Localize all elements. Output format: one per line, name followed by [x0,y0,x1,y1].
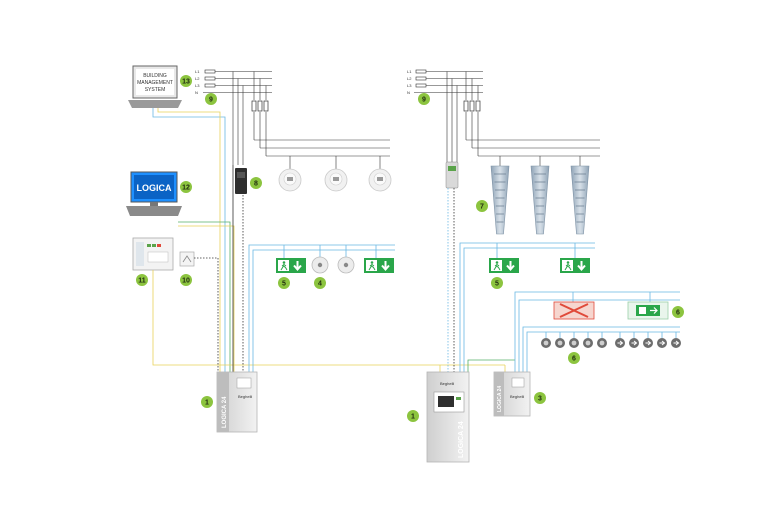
spot-lamp-icon [569,338,579,348]
arrow-spot-icon [670,337,682,349]
sensor-10 [179,251,218,267]
prohibited-exit-sign [553,301,595,320]
keyboard-icon [128,100,182,108]
badge-label: 5 [282,281,286,288]
badge-4: 4 [314,277,326,289]
arrow-spot-icon [656,337,668,349]
ceiling-lamp-icon [324,168,348,192]
left-power-feed: L1 L2 L3 N 9 [195,69,390,170]
badge-label: 1 [205,400,209,407]
badge-10: 10 [180,274,192,286]
badge-label: 9 [209,97,213,104]
ceiling-lamp-icon [368,168,392,192]
badge-label: 9 [422,97,426,104]
spot-lamp-icon [597,338,607,348]
badge-1-left: 1 [201,396,213,408]
spot-lamp-icon [541,338,551,348]
badge-9-right: 9 [418,93,430,105]
badge-12: 12 [180,181,192,193]
fuse-icon [469,100,475,112]
label-l3: L3 [407,83,412,88]
badge-label: 6 [676,310,680,317]
badge-1-center: 1 [407,410,419,422]
badge-13: 13 [180,75,192,87]
cabinet-maker: Beghelli [510,394,524,399]
badge-label: 1 [411,414,415,421]
label-l2: L2 [407,76,412,81]
badge-label: 5 [495,281,499,288]
badge-6-top: 6 [672,306,684,318]
badge-label: 11 [138,278,146,285]
badge-label: 7 [480,204,484,211]
label-n: N [195,90,198,95]
badge-7: 7 [476,200,488,212]
arrow-spot-icon [642,337,654,349]
badge-label: 12 [182,185,190,192]
badge-label: 13 [182,79,190,86]
badge-label: 3 [538,396,542,403]
cabinet-maker: Beghelli [238,394,252,399]
fuse-icon [251,100,257,112]
label-l1: L1 [195,69,200,74]
label-l1: L1 [407,69,412,74]
arrow-spot-icon [628,337,640,349]
badge-5-right: 5 [491,277,503,289]
cabinet-brand: LOGICA 24 [497,386,503,412]
din-module-8-right [445,161,459,189]
badge-8: 8 [250,177,262,189]
pc-logo: LOGICA [137,183,172,193]
left-wiring [152,108,505,372]
spot-lamp-icon [555,338,565,348]
spot-lamp-icon [311,256,329,274]
right-wiring [439,188,680,372]
industrial-lamp-icon [570,165,590,235]
spot-lamp-icon [583,338,593,348]
exit-sign-6 [627,301,669,320]
control-panel-11 [132,237,174,271]
label-n: N [407,90,410,95]
logica-cabinet-left: LOGICA 24 Beghelli [216,371,258,433]
bms-line-2: MANAGEMENT [137,80,173,86]
badge-11: 11 [136,274,148,286]
exit-running-man-icon [363,257,395,274]
exit-running-man-icon [275,257,307,274]
label-l3: L3 [195,83,200,88]
din-module-8 [235,168,247,194]
cabinet-maker: Beghelli [440,381,454,386]
badge-3: 3 [534,392,546,404]
logica-cabinet-center: LOGICA 24 Beghelli [426,371,470,463]
label-l2: L2 [195,76,200,81]
fuse-icon [263,100,269,112]
pc-supervisor: LOGICA [126,171,182,216]
fuse-icon [257,100,263,112]
cabinet-brand: LOGICA 24 [458,421,465,458]
right-power-feed: L1 L2 L3 N 9 [407,69,600,166]
bms-line-1: BUILDING [143,73,167,79]
badge-5-left: 5 [278,277,290,289]
cabinet-brand: LOGICA 24 [222,396,228,428]
ceiling-lamp-icon [278,168,302,192]
spot-lamp-icon [337,256,355,274]
exit-running-man-icon [488,257,520,274]
fuse-icon [475,100,481,112]
bms-line-3: SYSTEM [145,87,166,93]
badge-label: 10 [182,278,190,285]
badge-6-bottom: 6 [568,352,580,364]
logica-cabinet-right: LOGICA 24 Beghelli [493,371,531,417]
badge-label: 6 [572,356,576,363]
industrial-lamp-icon [530,165,550,235]
badge-label: 4 [318,281,322,288]
badge-9-left: 9 [205,93,217,105]
building-management-system: BUILDING MANAGEMENT SYSTEM [128,65,182,108]
arrow-spot-icon [614,337,626,349]
badge-label: 8 [254,181,258,188]
exit-running-man-icon [559,257,591,274]
fuse-icon [463,100,469,112]
industrial-lamp-icon [490,165,510,235]
keyboard-icon [126,206,182,216]
